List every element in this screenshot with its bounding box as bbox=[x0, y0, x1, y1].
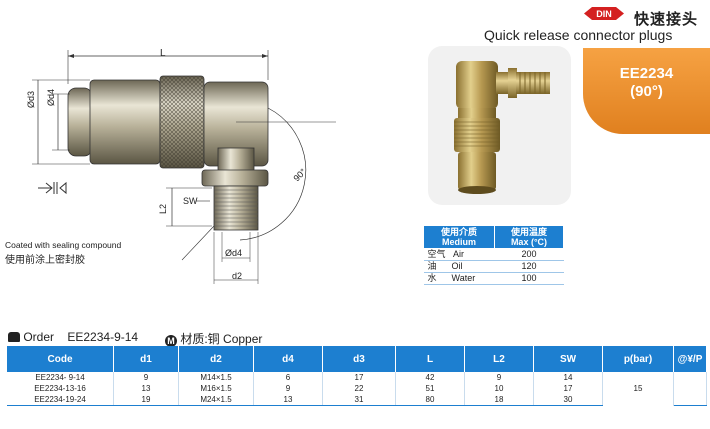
col-price: @¥/P bbox=[673, 346, 707, 372]
order-line: Order EE2234-9-14 bbox=[8, 330, 138, 344]
medium-row: 空气 Air 200 bbox=[423, 248, 564, 261]
product-photo bbox=[428, 46, 571, 205]
col-code: Code bbox=[7, 346, 114, 372]
material-icon: M bbox=[165, 335, 177, 347]
material-line: M 材质:铜 Copper bbox=[165, 330, 262, 347]
col-d2: d2 bbox=[178, 346, 254, 372]
din-badge: DIN bbox=[584, 7, 624, 20]
pressure-cell: 15 bbox=[602, 372, 674, 406]
dim-d4-left-label: Ød4 bbox=[46, 88, 56, 106]
title-en: Quick release connector plugs bbox=[484, 27, 673, 43]
col-L2: L2 bbox=[464, 346, 534, 372]
sealing-note-en: Coated with sealing compound bbox=[5, 240, 122, 250]
connector-photo-image bbox=[454, 61, 550, 194]
col-d4: d4 bbox=[253, 346, 323, 372]
sealing-note-cn: 使用前涂上密封胶 bbox=[5, 255, 85, 266]
dim-L2-label: L2 bbox=[158, 203, 168, 214]
dim-d4-bottom-label: Ød4 bbox=[225, 248, 243, 258]
din-label: DIN bbox=[596, 9, 612, 19]
col-d1: d1 bbox=[113, 346, 179, 372]
order-code: EE2234-9-14 bbox=[67, 330, 139, 344]
dim-L-label: L bbox=[160, 48, 166, 59]
model-code: EE2234 bbox=[619, 65, 674, 82]
technical-drawing bbox=[32, 50, 336, 284]
valve-symbol-icon bbox=[38, 181, 67, 195]
model-angle: (90°) bbox=[630, 83, 663, 100]
order-label: Order bbox=[23, 330, 55, 344]
medium-header: 使用介质 Medium bbox=[423, 225, 495, 249]
medium-table: 使用介质 Medium 使用温度 Max (°C) 空气 Air 200 油 O… bbox=[423, 225, 564, 285]
dim-d3-label: Ød3 bbox=[26, 90, 36, 108]
title-cn: 快速接头 bbox=[634, 11, 699, 28]
col-d3: d3 bbox=[322, 346, 396, 372]
model-label: EE2234 (90°) bbox=[583, 65, 710, 101]
medium-row: 油 Oil 120 bbox=[423, 260, 564, 273]
material-label: 材质:铜 bbox=[180, 332, 220, 346]
dimensions-table: Code d1 d2 d4 d3 L L2 SW p(bar) @¥/P EE2… bbox=[7, 346, 707, 406]
dim-d2-label: d2 bbox=[232, 271, 243, 281]
col-L: L bbox=[395, 346, 465, 372]
col-SW: SW bbox=[533, 346, 603, 372]
phone-icon bbox=[8, 332, 20, 342]
dim-SW-label: SW bbox=[183, 196, 198, 206]
medium-row: 水 Water 100 bbox=[423, 272, 564, 285]
model-badge bbox=[583, 48, 710, 134]
material-en: Copper bbox=[223, 332, 263, 346]
col-pressure: p(bar) bbox=[602, 346, 674, 372]
max-temp-header: 使用温度 Max (°C) bbox=[494, 225, 564, 249]
